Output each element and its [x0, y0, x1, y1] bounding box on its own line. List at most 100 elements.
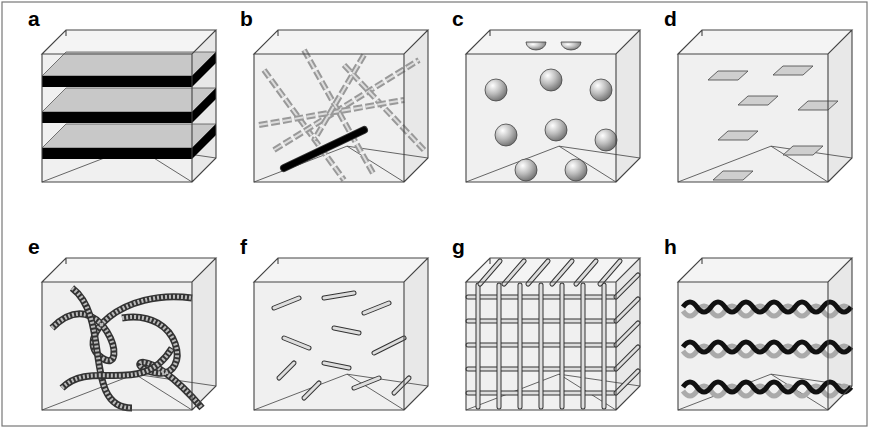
short-fibre [324, 293, 354, 298]
composite-panel [678, 30, 852, 182]
short-fibre [324, 363, 349, 368]
composite-panel [254, 258, 428, 410]
panel-letter: f [240, 236, 247, 257]
grid-rod [528, 261, 548, 284]
grid-rod [528, 261, 548, 284]
panel-letter: d [664, 8, 677, 29]
cube-front-face [254, 54, 404, 182]
grid-rod [497, 285, 502, 407]
grid-rod [616, 299, 638, 321]
short-fibre [284, 338, 309, 348]
ply-band [42, 76, 192, 87]
grid-rod [616, 323, 638, 345]
cube-edge [678, 258, 852, 410]
ply-plate [42, 88, 216, 112]
cube-floor-line [254, 146, 428, 182]
grid-rod [616, 347, 638, 369]
cube-top-face [678, 258, 852, 282]
grid-rod [616, 347, 638, 369]
composite-panel [466, 30, 640, 182]
composite-panel [254, 30, 428, 182]
cube-floor-line [678, 374, 852, 410]
grid-rod [477, 285, 480, 407]
particle-sphere [595, 129, 617, 151]
grid-rod [616, 323, 638, 345]
ply-plate [42, 124, 216, 148]
flake [718, 131, 758, 140]
grid-rod [552, 261, 572, 284]
panel-letter: a [28, 8, 40, 29]
cube-top-face [466, 30, 640, 54]
cube-edge [466, 258, 640, 410]
particle-sphere [565, 159, 587, 181]
cube-top-face [42, 258, 216, 282]
grid-rod [504, 261, 524, 284]
short-fibre [324, 363, 349, 368]
composite-panel [42, 258, 216, 410]
grid-rod [582, 285, 585, 407]
ply-band [192, 88, 216, 123]
weave-yarn [683, 382, 851, 392]
cube-top-face [42, 30, 216, 54]
cube-edge [42, 258, 216, 410]
panel-letter: c [452, 8, 464, 29]
short-fibre [274, 298, 299, 308]
short-fibre [279, 363, 294, 378]
grid-rod [603, 285, 606, 407]
flake [798, 101, 838, 110]
cube-front-face [466, 54, 616, 182]
long-fibre [314, 55, 364, 140]
cube-edge [42, 30, 216, 182]
grid-rod [539, 285, 544, 407]
cube-floor-line [466, 146, 640, 182]
cube-side-face [616, 30, 640, 182]
cube-side-face [404, 30, 428, 182]
grid-rod [498, 285, 501, 407]
ply-band [42, 148, 192, 159]
flake [708, 71, 748, 80]
cut-sphere [526, 42, 546, 50]
cube-side-face [616, 258, 640, 410]
short-fibre [394, 378, 409, 393]
dark-fibre [284, 130, 364, 168]
cube-edge [678, 30, 852, 182]
cube-top-face [678, 30, 852, 54]
particle-sphere [590, 79, 612, 101]
grid-rod [519, 285, 522, 407]
grid-rod [616, 299, 638, 321]
cube-top-face [254, 258, 428, 282]
weave-yarn [683, 342, 851, 352]
weave-yarn [683, 302, 851, 312]
cube-front-face [466, 282, 616, 410]
short-fibre [304, 383, 319, 398]
composite-panel [466, 258, 640, 410]
cube-front-face [678, 54, 828, 182]
grid-rod [576, 261, 596, 284]
flake [783, 146, 823, 155]
short-fibre [274, 298, 299, 308]
grid-rod [518, 285, 523, 407]
flake [773, 66, 813, 75]
grid-rod [560, 285, 565, 407]
ply-plate [42, 52, 216, 76]
grid-rod [476, 285, 481, 407]
cube-front-face [254, 282, 404, 410]
particle-sphere [545, 119, 567, 141]
cube-front-face [42, 282, 192, 410]
ribbon-fibre [72, 288, 132, 408]
short-fibre [354, 378, 379, 388]
particle-sphere [515, 159, 537, 181]
panel-letter: h [664, 236, 677, 257]
grid-rod [552, 261, 572, 284]
composite-panel [42, 30, 216, 182]
short-fibre [334, 328, 359, 333]
short-fibre [324, 293, 354, 298]
cube-side-face [404, 258, 428, 410]
grid-rod [540, 285, 543, 407]
short-fibre [394, 378, 409, 393]
flake [738, 96, 778, 105]
grid-rod [616, 371, 638, 393]
grid-rod [576, 261, 596, 284]
panel-letter: b [240, 8, 253, 29]
grid-rod [616, 371, 638, 393]
